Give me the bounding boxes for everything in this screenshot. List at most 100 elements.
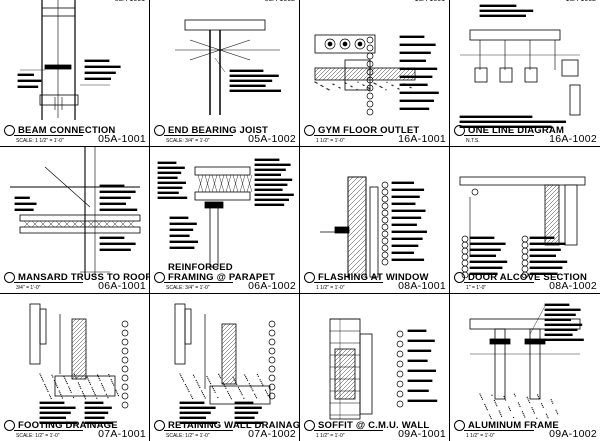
- detail-code: 05A-1002: [248, 133, 296, 145]
- top-code-fragment: 16A-1002: [566, 0, 596, 3]
- detail-title-text: RETAINING WALL DRAINAGE: [168, 420, 300, 431]
- detail-title-text: FOOTING DRAINAGE: [18, 420, 118, 431]
- detail-marker-icon: [304, 420, 315, 431]
- detail-cell-retaining: RETAINING WALL DRAINAGE SCALE: 1/2" = 1'-…: [150, 294, 300, 441]
- top-code-fragment: 05A-1002: [265, 0, 295, 3]
- detail-marker-icon: [154, 420, 165, 431]
- detail-code: 07A-1002: [248, 428, 296, 440]
- detail-marker-icon: [454, 125, 465, 136]
- detail-marker-icon: [4, 420, 15, 431]
- detail-title-text: ONE LINE DIAGRAM: [468, 125, 565, 136]
- detail-drawing-mansard: [10, 147, 141, 277]
- detail-title-text: GYM FLOOR OUTLET: [318, 125, 420, 136]
- detail-marker-icon: [454, 420, 465, 431]
- detail-cell-parapet: REINFORCED FRAMING @ PARAPET SCALE: 3/4" …: [150, 147, 300, 294]
- detail-scale: 1 1/2" = 1'-0": [316, 285, 345, 291]
- detail-code: 06A-1001: [98, 280, 146, 292]
- title-underline: [14, 430, 83, 431]
- detail-title-text: END BEARING JOIST: [168, 125, 268, 136]
- detail-drawing-alum: [469, 303, 584, 420]
- detail-title: FOOTING DRAINAGE: [4, 420, 118, 431]
- detail-drawing-oneline: [459, 4, 581, 129]
- detail-title: ALUMINUM FRAME: [454, 420, 559, 431]
- detail-drawing-soffit: [329, 318, 438, 420]
- detail-title: RETAINING WALL DRAINAGE: [154, 420, 300, 431]
- detail-cell-mansard: MANSARD TRUSS TO ROOF 3/4" = 1'-0" 06A-100…: [0, 147, 150, 294]
- top-code-fragment: 05A-1001: [115, 0, 145, 3]
- detail-drawing-joist: [175, 19, 281, 115]
- detail-marker-icon: [304, 272, 315, 283]
- detail-code: 16A-1002: [549, 133, 597, 145]
- detail-scale: SCALE: 1/2" = 1'-0": [16, 433, 60, 439]
- detail-cell-alcove: DOOR ALCOVE SECTION 1" = 1'-0" 08A-1002: [450, 147, 600, 294]
- detail-title-text: REINFORCED FRAMING @ PARAPET: [168, 262, 275, 283]
- title-underline: [464, 430, 534, 431]
- detail-drawing-outlet: [314, 34, 439, 116]
- detail-drawing-footing: [29, 303, 129, 425]
- detail-drawing-alcove: [459, 176, 586, 278]
- title-underline: [314, 282, 383, 283]
- detail-code: 05A-1001: [98, 133, 146, 145]
- detail-scale: 3/4" = 1'-0": [16, 285, 41, 291]
- detail-title-text: ALUMINUM FRAME: [468, 420, 559, 431]
- detail-scale: 1" = 1'-0": [466, 285, 487, 291]
- detail-cell-flashing: FLASHING AT WINDOW 1 1/2" = 1'-0" 08A-1001: [300, 147, 450, 294]
- detail-code: 08A-1002: [549, 280, 597, 292]
- detail-title-text: BEAM CONNECTION: [18, 125, 116, 136]
- detail-scale: 1 1/2" = 1'-0": [316, 433, 345, 439]
- title-underline: [464, 135, 534, 136]
- detail-marker-icon: [154, 272, 165, 283]
- detail-marker-icon: [154, 125, 165, 136]
- detail-marker-icon: [304, 125, 315, 136]
- detail-scale: SCALE: 1 1/2" = 1'-0": [16, 138, 64, 144]
- title-underline: [14, 282, 83, 283]
- detail-title: REINFORCED FRAMING @ PARAPET: [154, 263, 275, 283]
- detail-title: GYM FLOOR OUTLET: [304, 125, 419, 136]
- title-underline: [164, 282, 233, 283]
- detail-drawing-flashing: [320, 176, 427, 278]
- title-underline: [464, 282, 534, 283]
- detail-title-text: SOFFIT @ C.M.U. WALL: [318, 420, 430, 431]
- detail-scale: SCALE: 3/4" = 1'-0": [166, 285, 210, 291]
- detail-cell-alum: ALUMINUM FRAME 1 1/2" = 1'-0" 09A-1002: [450, 294, 600, 441]
- detail-scale: N.T.S.: [466, 138, 480, 144]
- title-underline: [314, 135, 383, 136]
- detail-scale: SCALE: 3/4" = 1'-0": [166, 138, 210, 144]
- detail-cell-soffit: SOFFIT @ C.M.U. WALL 1 1/2" = 1'-0" 09A-10…: [300, 294, 450, 441]
- detail-marker-icon: [454, 272, 465, 283]
- detail-code: 09A-1001: [398, 428, 446, 440]
- detail-scale: 1 1/2" = 1'-0": [316, 138, 345, 144]
- detail-code: 08A-1001: [398, 280, 446, 292]
- detail-title: BEAM CONNECTION: [4, 125, 115, 136]
- detail-marker-icon: [4, 272, 15, 283]
- detail-code: 16A-1001: [398, 133, 446, 145]
- detail-drawing-parapet: [157, 158, 294, 268]
- detail-title: END BEARING JOIST: [154, 125, 268, 136]
- title-underline: [14, 135, 83, 136]
- detail-title: DOOR ALCOVE SECTION: [454, 272, 587, 283]
- title-underline: [164, 135, 233, 136]
- detail-title-text: MANSARD TRUSS TO ROOF: [18, 272, 150, 283]
- title-underline: [164, 430, 233, 431]
- detail-scale: SCALE: 1/2" = 1'-0": [166, 433, 210, 439]
- title-underline: [314, 430, 383, 431]
- detail-marker-icon: [4, 125, 15, 136]
- top-code-fragment: 16A-1001: [415, 0, 445, 3]
- detail-title-text: FLASHING AT WINDOW: [318, 272, 429, 283]
- detail-code: 09A-1002: [549, 428, 597, 440]
- detail-code: 07A-1001: [98, 428, 146, 440]
- detail-cell-footing: FOOTING DRAINAGE SCALE: 1/2" = 1'-0" 07A-1…: [0, 294, 150, 441]
- detail-title: ONE LINE DIAGRAM: [454, 125, 564, 136]
- detail-drawing-beam: [17, 0, 121, 120]
- detail-title: FLASHING AT WINDOW: [304, 272, 429, 283]
- detail-title: SOFFIT @ C.M.U. WALL: [304, 420, 429, 431]
- detail-title: MANSARD TRUSS TO ROOF: [4, 272, 150, 283]
- detail-drawing-retaining: [174, 303, 276, 425]
- detail-code: 06A-1002: [248, 280, 296, 292]
- detail-scale: 1 1/2" = 1'-0": [466, 433, 495, 439]
